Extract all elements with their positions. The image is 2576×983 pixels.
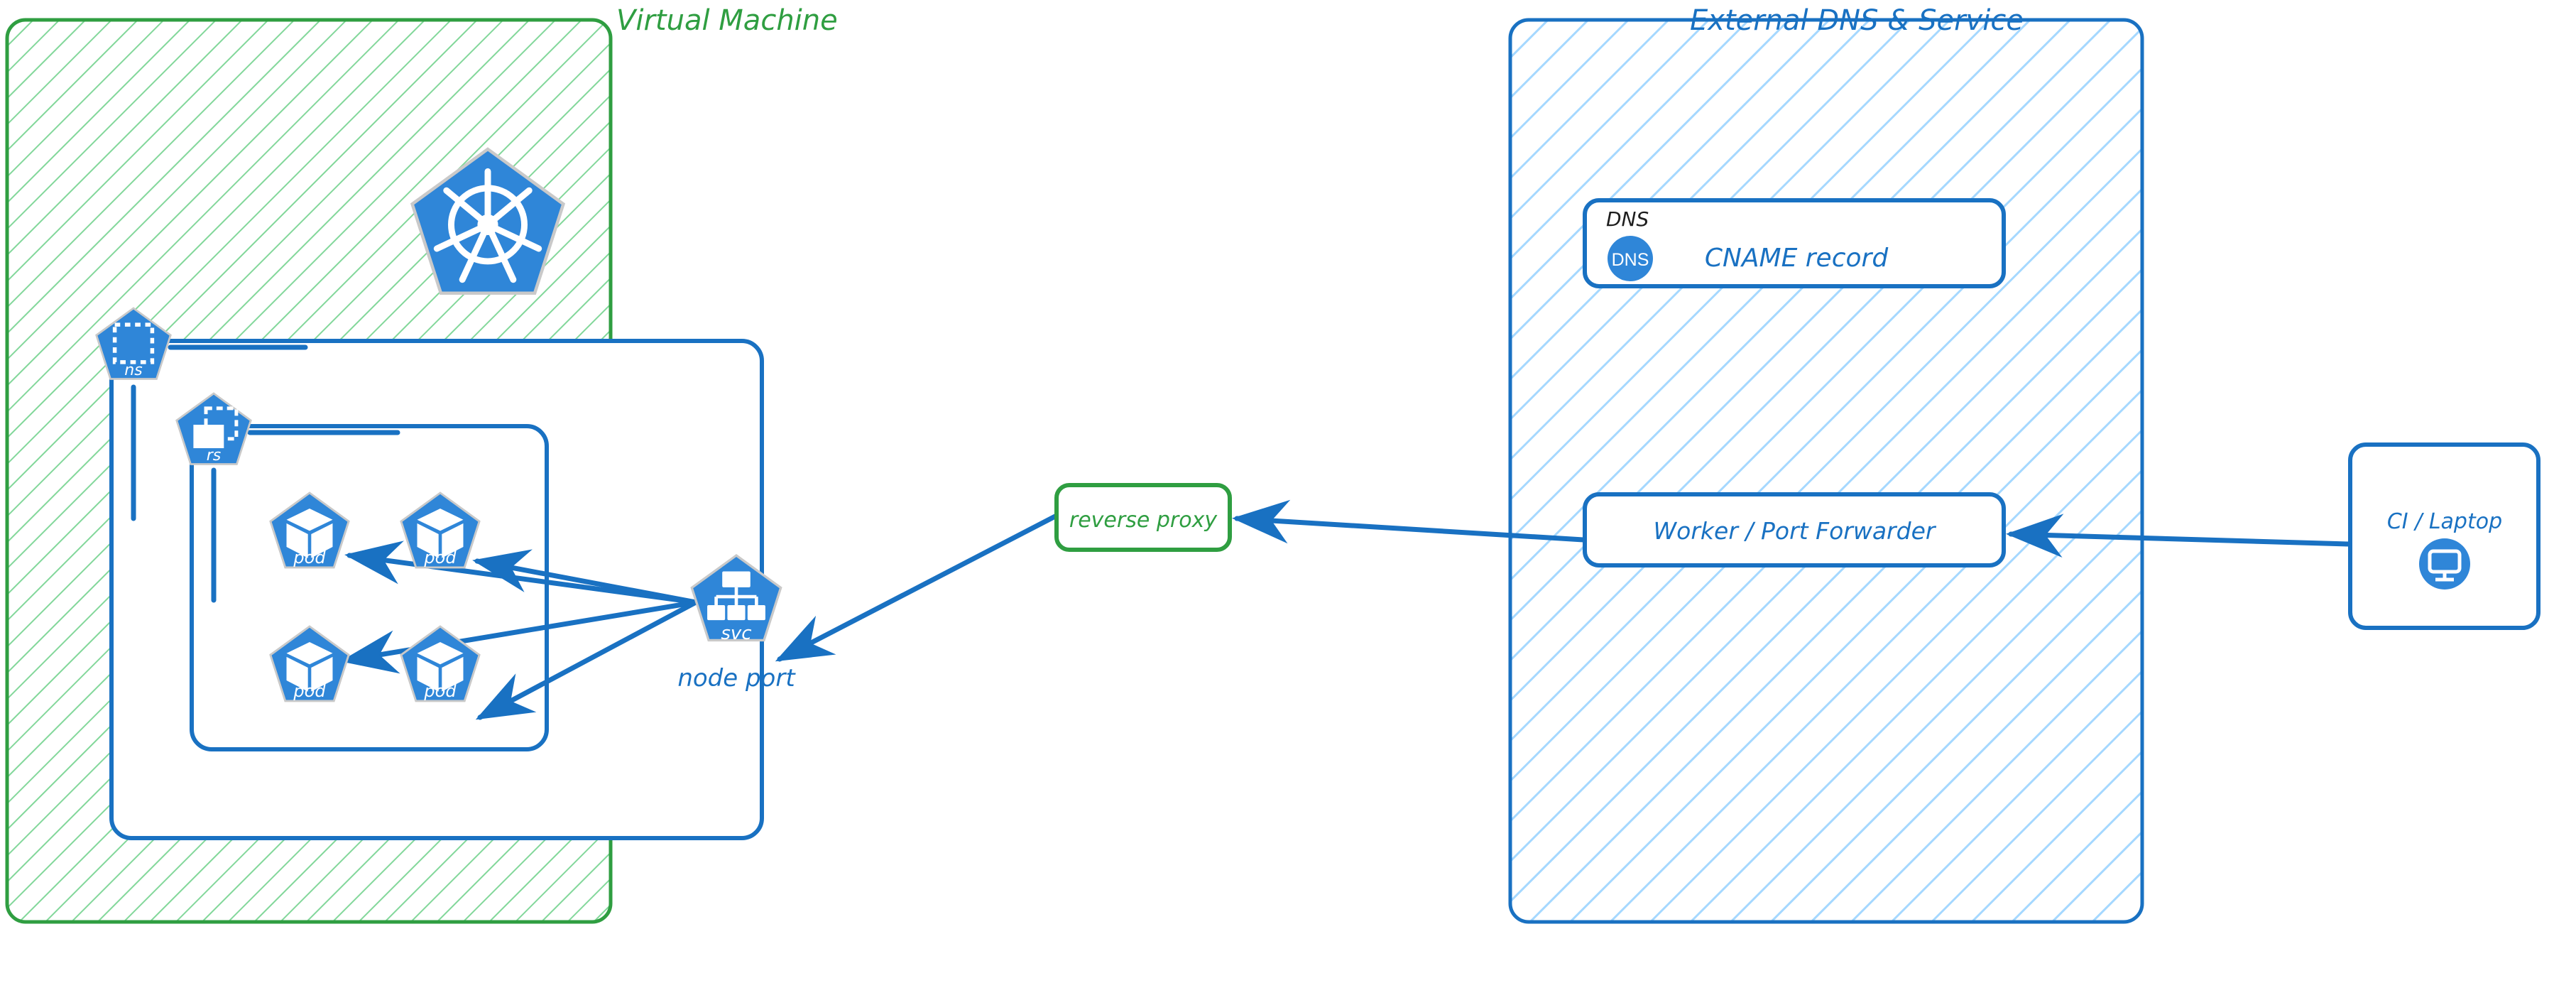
connector-svc-to-pod-3 [340, 599, 699, 674]
connector-svc-to-pod-2 [472, 549, 699, 605]
pod-3-label: pod [293, 681, 326, 701]
worker-port-forwarder-box[interactable]: Worker / Port Forwarder [1583, 492, 2006, 567]
reverse-proxy-box-frame [1054, 483, 1232, 552]
worker-port-forwarder-box-frame [1583, 492, 2006, 567]
connector-ci-laptop-to-worker [2006, 514, 2352, 558]
service-node-port-node[interactable]: svc node port [677, 553, 796, 693]
replicaset-solid-front [193, 425, 224, 448]
pod-2-node[interactable]: pod [400, 492, 481, 569]
node-port-caption: node port [677, 664, 796, 693]
desktop-monitor-icon [2419, 538, 2470, 590]
namespace-badge-node[interactable]: ns [95, 307, 172, 380]
dns-record-tag: DNS [1606, 207, 1649, 231]
ci-laptop-box-frame [2348, 442, 2540, 630]
pod-1-label: pod [293, 548, 326, 567]
ci-laptop-box[interactable]: CI / Laptop [2348, 442, 2540, 630]
reverse-proxy-box[interactable]: reverse proxy [1054, 483, 1232, 552]
pod-4-label: pod [423, 681, 457, 701]
dns-circle-icon [1608, 236, 1653, 281]
external-group-border [1508, 18, 2144, 924]
ci-laptop-label: CI / Laptop [2387, 509, 2502, 534]
connector-worker-to-reverse-proxy [1232, 499, 1586, 544]
external-group-title: External DNS & Service [1690, 4, 2024, 37]
namespace-badge-label: ns [124, 362, 142, 379]
replicaset-badge-node[interactable]: rs [175, 392, 252, 465]
vm-group-title: Virtual Machine [616, 4, 838, 37]
pod-2-label: pod [423, 548, 457, 567]
kubernetes-logo-node[interactable] [410, 147, 566, 295]
cname-record-label: CNAME record [1705, 244, 1889, 273]
dns-record-box[interactable]: DNS DNS CNAME record [1583, 198, 2006, 288]
namespace-dashed-rect [112, 322, 155, 364]
pod-3-node[interactable]: pod [269, 625, 350, 702]
pod-1-node[interactable]: pod [269, 492, 350, 569]
kubernetes-wheel-hub [477, 214, 498, 235]
replicaset-badge-label: rs [207, 447, 222, 465]
pod-4-node[interactable]: pod [400, 625, 481, 702]
reverse-proxy-label: reverse proxy [1069, 508, 1218, 533]
dns-record-box-frame [1583, 198, 2006, 288]
dns-circle-icon-label: DNS [1612, 250, 1649, 270]
worker-port-forwarder-label: Worker / Port Forwarder [1654, 517, 1937, 545]
connector-reverse-proxy-to-svc [775, 514, 1058, 662]
connector-svc-to-pod-4 [475, 599, 699, 720]
service-badge-label: svc [721, 623, 751, 644]
